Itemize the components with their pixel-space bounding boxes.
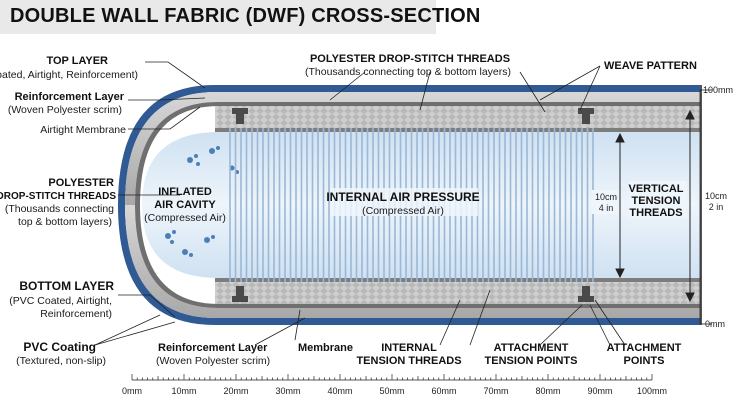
reinforcement-top-sub: (Woven Polyester scrim): [8, 104, 122, 116]
attach-points-1: ATTACHMENT: [607, 342, 682, 354]
poly-threads-left-1: POLYESTER: [48, 177, 114, 189]
leader-lines: [94, 61, 626, 346]
top-layer-sub: (PVC Coated, Airtight, Reinforcement): [0, 69, 138, 81]
weave-pattern-label: WEAVE PATTERN: [604, 60, 697, 72]
pvc-coating-label: PVC Coating: [23, 340, 96, 354]
ruler-tick-label: 100mm: [637, 386, 667, 396]
attach-points-2: POINTS: [624, 355, 665, 367]
top-mm-label: 100mm: [703, 85, 733, 95]
attach-tension-2: TENSION POINTS: [485, 355, 578, 367]
bottom-fabric-layer: [125, 205, 700, 318]
attachment-clamps: [232, 108, 594, 302]
pvc-coating-sub: (Textured, non-slip): [16, 355, 106, 367]
inflated-2: AIR CAVITY: [154, 199, 216, 211]
top-plate: [215, 106, 700, 128]
vertical-1: VERTICAL: [629, 183, 684, 195]
air-molecule-icons: [165, 146, 239, 257]
membrane-label: Membrane: [298, 342, 353, 354]
bottom-plate: [215, 282, 700, 304]
bottom-layer-label: BOTTOM LAYER: [19, 279, 114, 293]
ruler-tick-label: 0mm: [122, 386, 142, 396]
ruler-tick-label: 60mm: [431, 386, 456, 396]
inflated-1: INFLATED: [158, 186, 212, 198]
poly-threads-left-4: top & bottom layers): [18, 216, 112, 228]
inner-dimension: [615, 132, 625, 279]
ruler-tick-label: 40mm: [327, 386, 352, 396]
inner-dim-1: 10cm: [595, 192, 617, 202]
internal-pressure-sub: (Compressed Air): [362, 205, 444, 217]
reinforcement-bottom-label: Reinforcement Layer: [158, 342, 268, 354]
internal-tension-2: TENSION THREADS: [356, 355, 461, 367]
ruler-tick-label: 20mm: [223, 386, 248, 396]
internal-tension-1: INTERNAL: [381, 342, 437, 354]
vertical-3: THREADS: [629, 207, 682, 219]
poly-threads-top-sub: (Thousands connecting top & bottom layer…: [305, 66, 511, 78]
ruler-tick-label: 90mm: [587, 386, 612, 396]
internal-pressure-label: INTERNAL AIR PRESSURE: [326, 190, 479, 204]
reinforcement-bottom-sub: (Woven Polyester scrim): [156, 355, 270, 367]
outer-dim-2: 2 in: [709, 202, 724, 212]
bottom-layer-sub1: (PVC Coated, Airtight,: [9, 295, 112, 307]
bottom-layer-sub2: Reinforcement): [40, 308, 112, 320]
top-fabric-layer: [125, 92, 700, 205]
poly-threads-left-3: (Thousands connecting: [5, 203, 114, 215]
vertical-2: TENSION: [632, 195, 681, 207]
ruler-tick-label: 80mm: [535, 386, 560, 396]
inner-dim-2: 4 in: [599, 203, 614, 213]
bottom-mm-label: 0mm: [705, 319, 725, 329]
outer-dim-1: 10cm: [705, 191, 727, 201]
ruler-tick-label: 10mm: [171, 386, 196, 396]
outer-dimension: [685, 109, 695, 303]
top-layer-label: TOP LAYER: [46, 55, 108, 67]
poly-threads-left-2: DROP-STITCH THREADS: [0, 191, 116, 202]
poly-threads-top-label: POLYESTER DROP-STITCH THREADS: [310, 53, 510, 65]
ruler-tick-label: 30mm: [275, 386, 300, 396]
inflated-3: (Compressed Air): [144, 212, 226, 224]
title-banner: DOUBLE WALL FABRIC (DWF) CROSS-SECTION: [0, 0, 480, 34]
reinforcement-top-label: Reinforcement Layer: [15, 91, 125, 103]
page-title: DOUBLE WALL FABRIC (DWF) CROSS-SECTION: [10, 5, 481, 27]
attach-tension-1: ATTACHMENT: [494, 342, 569, 354]
scale-ruler: 0mm 10mm 20mm 30mm 40mm 50mm 60mm 70mm 80mm 90mm 1…: [122, 374, 667, 396]
ruler-tick-label: 70mm: [483, 386, 508, 396]
airtight-membrane-label: Airtight Membrane: [40, 124, 126, 136]
ruler-tick-label: 50mm: [379, 386, 404, 396]
